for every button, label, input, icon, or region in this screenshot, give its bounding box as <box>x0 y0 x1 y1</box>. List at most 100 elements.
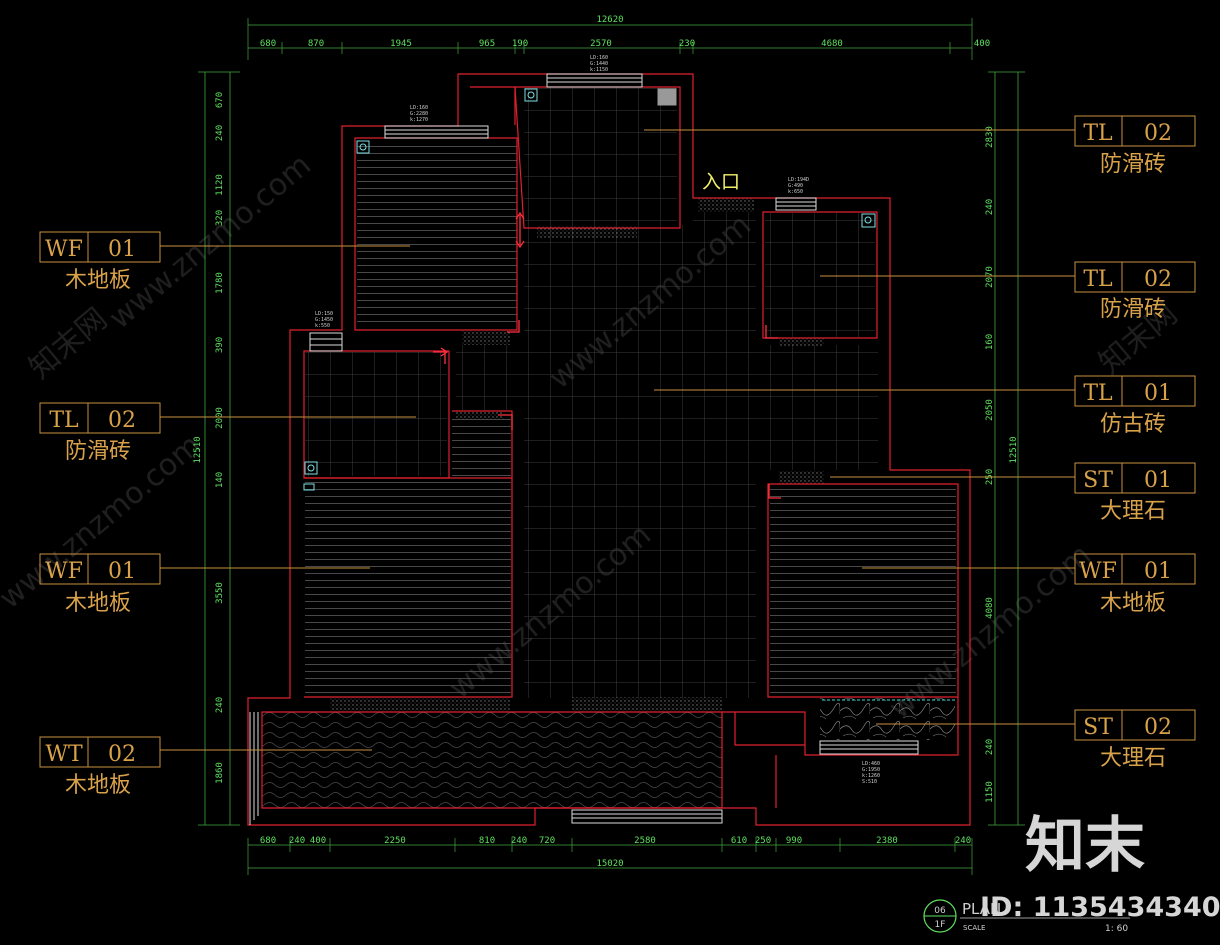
dim-text: 2580 <box>634 836 656 846</box>
threshold <box>698 198 754 212</box>
dim-text: 1780 <box>215 272 225 294</box>
dim-text: 400 <box>974 39 990 49</box>
dim-text: 680 <box>260 836 276 846</box>
window-bottom <box>571 809 723 824</box>
window-top-left <box>384 125 489 139</box>
dim-text: 240 <box>215 697 225 713</box>
id-text: ID: 1135434340 <box>980 892 1220 923</box>
legend-code: WF <box>1079 559 1117 584</box>
note-line: LD:160 <box>590 55 608 61</box>
note-line: G:1450 <box>315 317 333 323</box>
legend-name: 仿古砖 <box>1100 412 1166 437</box>
legend-num: 01 <box>108 237 136 262</box>
dim-text: 2830 <box>985 126 995 148</box>
wood-room-left-ext <box>452 418 511 478</box>
windows <box>249 73 919 825</box>
window-right-small <box>775 197 817 211</box>
legend-code: WT <box>45 742 83 767</box>
brand-logo: 知末 <box>1025 811 1145 881</box>
legend-name: 大理石 <box>1100 499 1166 524</box>
legend-name: 大理石 <box>1100 746 1166 771</box>
outlet-icon <box>303 483 315 491</box>
dim-text: 870 <box>308 39 324 49</box>
dim-text: 140 <box>215 472 225 488</box>
note-line: G:1950 <box>862 767 880 773</box>
note-line: LD:160 <box>410 105 428 111</box>
threshold <box>330 697 510 711</box>
threshold <box>779 471 824 484</box>
legend-tl02-right: TL 02 防滑砖 <box>1074 261 1196 322</box>
floor-materials <box>262 87 956 808</box>
wood-room-left <box>305 478 511 696</box>
legend-code: WF <box>45 559 83 584</box>
dim-text: 2070 <box>985 266 995 288</box>
legend-code: ST <box>1083 468 1113 493</box>
dim-left-total: 12510 <box>193 436 203 463</box>
entry-label: 入口 <box>702 171 740 193</box>
note-line: k:650 <box>788 189 803 195</box>
room-tile-right <box>765 213 875 337</box>
window-notes: LD:160 G:1440 k:1150 LD:160 G:2280 k:127… <box>315 55 880 785</box>
window-top <box>546 73 643 88</box>
fixtures <box>303 88 955 701</box>
room-tile-top <box>524 87 677 225</box>
dim-text: 670 <box>215 92 225 108</box>
note-line: G:490 <box>788 183 803 189</box>
dim-text: 240 <box>215 125 225 141</box>
legend-num: 02 <box>108 742 136 767</box>
note-line: LD:194D <box>788 177 809 183</box>
dim-text: 990 <box>786 836 802 846</box>
dim-text: 2380 <box>876 836 898 846</box>
dim-text: 3550 <box>215 582 225 604</box>
dim-text: 810 <box>479 836 495 846</box>
legend-num: 02 <box>1144 267 1172 292</box>
dim-text: 400 <box>310 836 326 846</box>
entry-tile <box>693 212 756 345</box>
dim-text: 240 <box>985 739 995 755</box>
dim-text: 4080 <box>985 597 995 619</box>
legend-code: TL <box>1083 121 1113 146</box>
dim-text: 250 <box>755 836 771 846</box>
legend-num: 02 <box>108 408 136 433</box>
legend-st02: ST 02 大理石 <box>1074 709 1196 771</box>
watermark-brand: 知末网 <box>23 301 114 386</box>
legend-wt02: WT 02 木地板 <box>39 736 161 798</box>
dim-text: 720 <box>539 836 555 846</box>
dim-text: 320 <box>215 210 225 226</box>
window-balcony-left <box>249 712 259 825</box>
dim-bottom-total: 15020 <box>596 859 623 869</box>
dim-text: 240 <box>955 836 971 846</box>
dim-text: 240 <box>985 199 995 215</box>
legend-code: ST <box>1083 715 1113 740</box>
note-line: k:1150 <box>590 67 608 73</box>
walls <box>247 73 971 826</box>
note-line: S:510 <box>862 779 877 785</box>
threshold <box>779 338 824 346</box>
legend-st01: ST 01 大理石 <box>1074 462 1196 524</box>
left-dimensions: 670 240 1120 320 1780 390 2000 140 3550 … <box>193 92 225 784</box>
floor-no: 1F <box>935 920 946 930</box>
threshold <box>537 226 637 238</box>
floor-drain-icon <box>356 140 370 154</box>
scale-word: SCALE <box>963 924 985 932</box>
dim-text: 160 <box>985 334 995 350</box>
dim-text: 1945 <box>390 39 412 49</box>
note-line: k:1270 <box>410 117 428 123</box>
legend-tl02-left: TL 02 防滑砖 <box>39 402 161 464</box>
leader-lines <box>160 129 1075 751</box>
legend-num: 01 <box>1144 559 1172 584</box>
legend-name: 木地板 <box>65 773 131 798</box>
note-line: LD:150 <box>315 311 333 317</box>
column-icon <box>657 88 677 106</box>
dim-text: 965 <box>479 39 495 49</box>
legend-wf01-left-top: WF 01 木地板 <box>39 231 161 293</box>
legend-code: TL <box>1083 381 1113 406</box>
legend-wf01-right: WF 01 木地板 <box>1074 553 1196 616</box>
dim-text: 240 <box>511 836 527 846</box>
threshold <box>462 331 510 345</box>
plan-word: PLAN <box>962 900 1001 918</box>
legend-name: 防滑砖 <box>65 439 131 464</box>
legend-code: WF <box>45 237 83 262</box>
dim-top-total: 12620 <box>596 15 623 25</box>
dim-text: 2570 <box>590 39 612 49</box>
